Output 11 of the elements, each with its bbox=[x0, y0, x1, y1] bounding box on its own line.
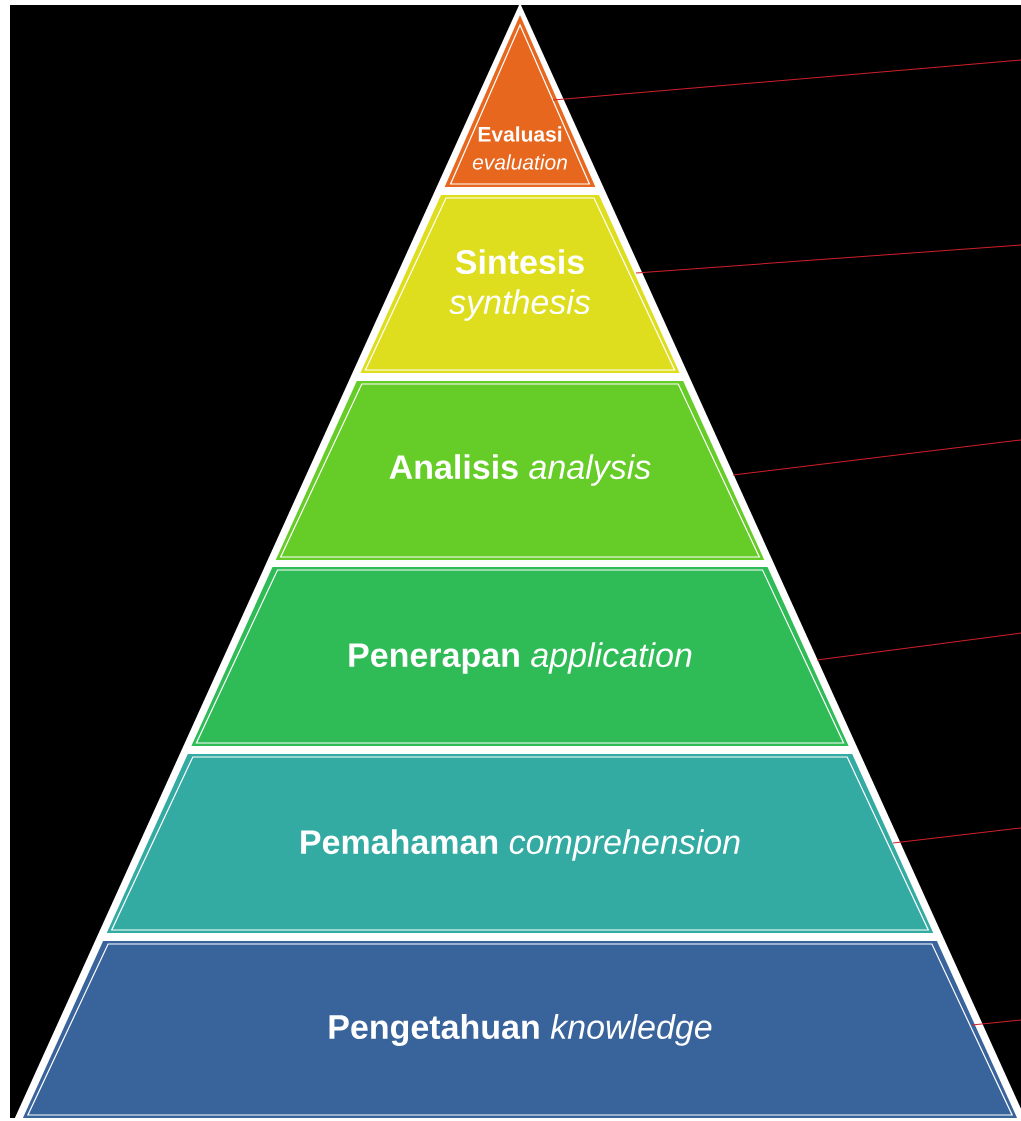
pyramid-level: Sintesis synthesis bbox=[360, 195, 680, 373]
pyramid-level: Analisis analysis bbox=[275, 381, 765, 560]
leader-line bbox=[552, 59, 1021, 101]
leader-line bbox=[892, 827, 1021, 844]
leader-line bbox=[635, 244, 1021, 274]
leader-line bbox=[971, 1019, 1021, 1026]
pyramid-level: Evaluasi evaluation bbox=[444, 15, 596, 187]
pyramid-level: Pengetahuan knowledge bbox=[22, 941, 1018, 1118]
leader-line bbox=[732, 439, 1021, 476]
pyramid-level: Penerapan application bbox=[191, 567, 849, 746]
leader-line bbox=[816, 632, 1021, 661]
